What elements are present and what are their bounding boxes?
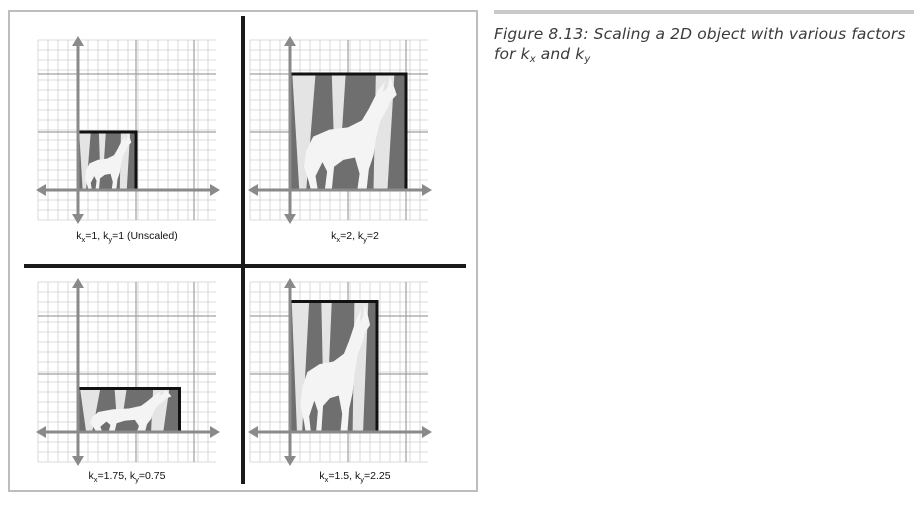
panel-label-part: =1,	[85, 230, 103, 242]
panel-label: kx=1, ky=1 (Unscaled)	[76, 230, 177, 244]
arrow-down-icon	[284, 456, 296, 466]
panel-label-part: =2.25	[364, 470, 391, 482]
panel-label-part: k	[130, 470, 136, 482]
main-axes	[36, 36, 220, 224]
main-axes	[248, 36, 432, 224]
arrow-right-icon	[210, 184, 220, 196]
arrow-down-icon	[284, 214, 296, 224]
arrow-left-icon	[36, 184, 46, 196]
panel-top-right: kx=2, ky=2	[248, 36, 432, 244]
panel-bottom-left: kx=1.75, ky=0.75	[36, 278, 220, 484]
arrow-down-icon	[72, 214, 84, 224]
panel-label-part: x	[82, 235, 86, 244]
scaled-image	[76, 387, 181, 434]
panel-label-part: k	[319, 470, 325, 482]
arrow-left-icon	[248, 184, 258, 196]
panel-label: kx=1.75, ky=0.75	[89, 470, 166, 484]
panel-label: kx=1.5, ky=2.25	[319, 470, 390, 484]
panel-label-part: =2	[367, 230, 379, 242]
panel-label-part: =2,	[340, 230, 358, 242]
panel-label-part: k	[89, 470, 95, 482]
panel-label: kx=2, ky=2	[331, 230, 379, 244]
panel-label-part: k	[358, 230, 364, 242]
scaled-image	[288, 72, 408, 192]
grid	[37, 281, 216, 463]
panel-label-part: k	[103, 230, 109, 242]
panel-label-part: y	[135, 475, 139, 484]
scaling-figure-svg: kx=1, ky=1 (Unscaled)kx=2, ky=2kx=1.75, …	[24, 16, 466, 484]
arrow-up-icon	[72, 278, 84, 288]
arrow-right-icon	[210, 426, 220, 438]
panel-bottom-right: kx=1.5, ky=2.25	[248, 278, 432, 484]
arrow-down-icon	[72, 456, 84, 466]
arrow-left-icon	[36, 426, 46, 438]
main-axes	[36, 278, 220, 466]
panel-label-part: =1 (Unscaled)	[112, 230, 178, 242]
panel-label-part: =1.75,	[98, 470, 130, 482]
arrow-up-icon	[284, 36, 296, 46]
panel-label-part: k	[331, 230, 337, 242]
scaled-image	[288, 300, 379, 434]
main-axes	[248, 278, 432, 466]
panel-label-part: k	[355, 470, 361, 482]
panel-top-left: kx=1, ky=1 (Unscaled)	[36, 36, 220, 244]
panel-label-part: y	[363, 235, 367, 244]
panel-label-part: y	[360, 475, 364, 484]
arrow-up-icon	[72, 36, 84, 46]
arrow-left-icon	[248, 426, 258, 438]
figure-caption: Figure 8.13: Scaling a 2D object with va…	[494, 10, 914, 65]
arrow-right-icon	[422, 426, 432, 438]
panel-label-part: y	[108, 235, 112, 244]
arrow-up-icon	[284, 278, 296, 288]
grid	[37, 39, 216, 221]
scaled-image	[76, 130, 138, 192]
panel-label-part: =1.5,	[328, 470, 355, 482]
panel-label-part: x	[94, 475, 98, 484]
panel-label-part: =0.75	[139, 470, 166, 482]
panel-label-part: k	[76, 230, 82, 242]
arrow-right-icon	[422, 184, 432, 196]
panel-label-part: x	[336, 235, 340, 244]
panel-label-part: x	[325, 475, 329, 484]
